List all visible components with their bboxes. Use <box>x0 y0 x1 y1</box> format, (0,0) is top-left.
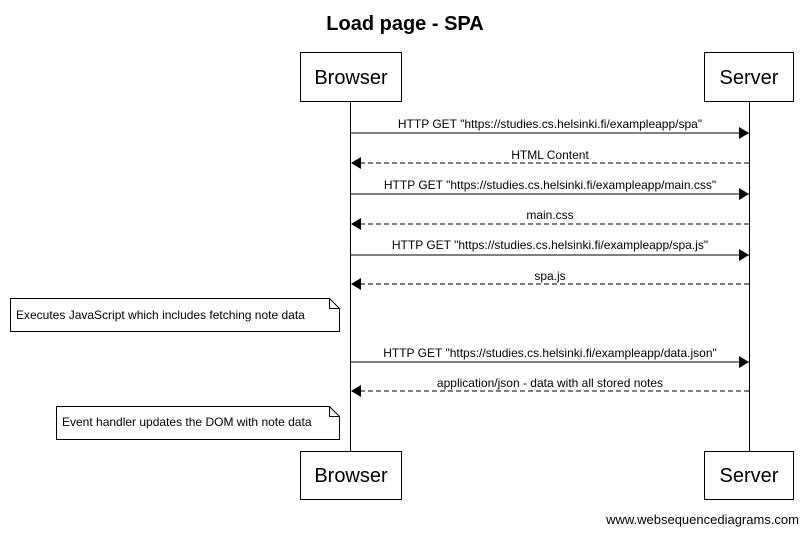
message-4-label: main.css <box>526 208 573 222</box>
message-3: HTTP GET "https://studies.cs.helsinki.fi… <box>351 178 749 200</box>
actor-browser-top-label: Browser <box>314 67 388 89</box>
note-1: Executes JavaScript which includes fetch… <box>10 298 340 332</box>
message-3-label: HTTP GET "https://studies.cs.helsinki.fi… <box>384 178 716 192</box>
message-8-label: application/json - data with all stored … <box>437 376 663 390</box>
actor-browser-top: Browser <box>300 52 402 102</box>
note-1-text: Executes JavaScript which includes fetch… <box>16 308 305 322</box>
message-6-label: spa.js <box>534 269 565 283</box>
message-2-label: HTML Content <box>511 148 589 162</box>
note-2-text: Event handler updates the DOM with note … <box>62 415 312 429</box>
message-8: application/json - data with all stored … <box>351 376 749 397</box>
message-7-label: HTTP GET "https://studies.cs.helsinki.fi… <box>383 346 717 360</box>
message-5-label: HTTP GET "https://studies.cs.helsinki.fi… <box>392 238 708 252</box>
diagram-title: Load page - SPA <box>326 13 483 35</box>
message-1: HTTP GET "https://studies.cs.helsinki.fi… <box>351 117 749 139</box>
message-4: main.css <box>351 208 749 230</box>
message-2: HTML Content <box>351 148 749 169</box>
credit-text: www.websequencediagrams.com <box>605 512 799 527</box>
message-5: HTTP GET "https://studies.cs.helsinki.fi… <box>351 238 749 261</box>
message-7: HTTP GET "https://studies.cs.helsinki.fi… <box>351 346 749 368</box>
message-1-label: HTTP GET "https://studies.cs.helsinki.fi… <box>398 117 702 131</box>
actor-server-bottom: Server <box>704 451 794 500</box>
actor-browser-bottom: Browser <box>300 451 402 500</box>
actor-server-top: Server <box>704 52 794 102</box>
actor-server-top-label: Server <box>720 67 779 89</box>
message-6: spa.js <box>351 269 749 290</box>
actor-server-bottom-label: Server <box>720 465 779 487</box>
actor-browser-bottom-label: Browser <box>314 465 388 487</box>
note-2: Event handler updates the DOM with note … <box>56 406 340 440</box>
